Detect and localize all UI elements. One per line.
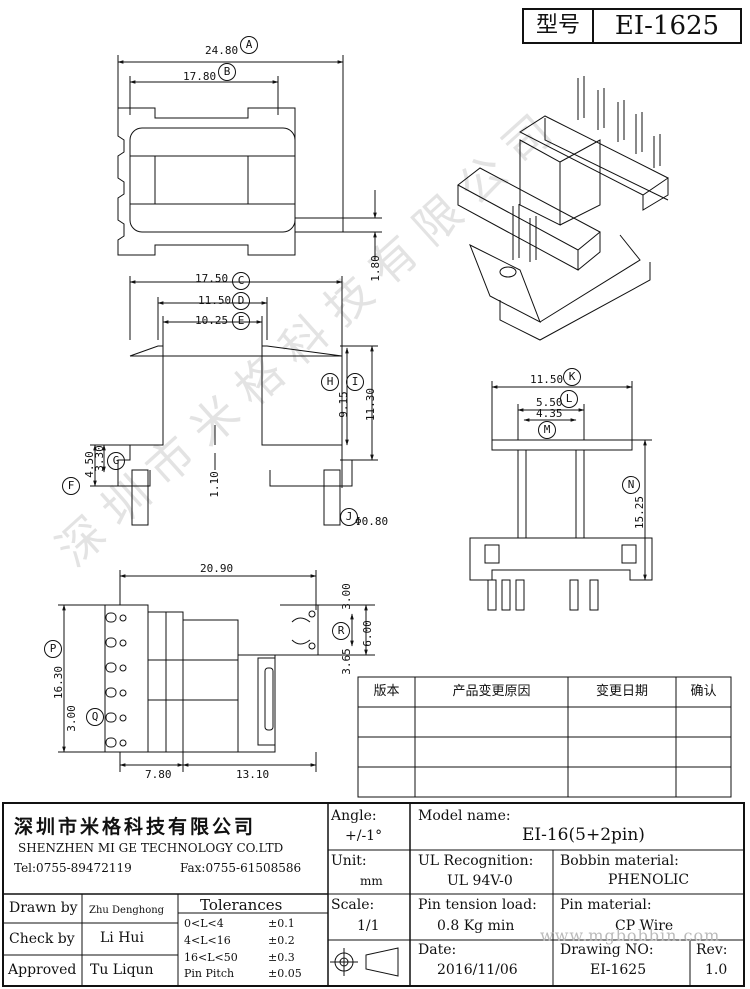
- top-view: [117, 55, 382, 260]
- pin-tension-value: 0.8 Kg min: [437, 918, 515, 934]
- pin-material-label: Pin material:: [560, 897, 652, 913]
- dim-b: 17.80: [183, 70, 217, 83]
- company-fax: Fax:0755-61508586: [180, 861, 302, 875]
- tag-h: H: [321, 373, 339, 391]
- drawing-no-label: Drawing NO:: [560, 942, 654, 958]
- tag-d: D: [232, 292, 250, 310]
- date-label: Date:: [418, 942, 457, 958]
- tag-r: R: [332, 622, 350, 640]
- company-tel: Tel:0755-89472119: [14, 861, 132, 875]
- dim-11-30: 11.30: [364, 387, 378, 422]
- bottom-pins: [105, 610, 316, 748]
- tag-q: Q: [86, 708, 104, 726]
- tag-b: B: [218, 63, 236, 81]
- check-by-value: Li Hui: [100, 930, 144, 946]
- model-header: 型号 EI-1625: [522, 8, 742, 44]
- scale-label: Scale:: [331, 897, 375, 913]
- date-value: 2016/11/06: [437, 962, 518, 978]
- check-by-label: Check by: [9, 931, 75, 947]
- dim-c: 17.50: [195, 272, 229, 285]
- dim-3-30: 3.30: [92, 445, 106, 472]
- revision-table-grid: [357, 676, 732, 798]
- model-name-label: Model name:: [418, 808, 511, 824]
- side-view: [469, 381, 653, 611]
- tag-i: I: [346, 373, 364, 391]
- bobbin-material-label: Bobbin material:: [560, 853, 679, 869]
- tag-k: K: [563, 368, 581, 386]
- pin-material-value: CP Wire: [615, 918, 674, 934]
- tag-a: A: [240, 36, 258, 54]
- angle-label: Angle:: [331, 808, 377, 824]
- bottom-view: [58, 570, 375, 772]
- dim-3-00: 3.00: [339, 583, 353, 610]
- dim-pin-dia: Φ0.80: [355, 515, 389, 528]
- tolerance-range-3: 16<L<50: [184, 951, 238, 964]
- angle-value: +/-1°: [345, 828, 383, 844]
- tag-j: J: [340, 508, 358, 526]
- tag-m: M: [538, 421, 556, 439]
- dim-k: 11.50: [530, 373, 564, 386]
- rev-header-reason: 产品变更原因: [452, 684, 531, 699]
- tolerance-value-2: ±0.2: [268, 934, 295, 947]
- dim-20-90: 20.90: [200, 562, 234, 575]
- tolerance-value-3: ±0.3: [268, 951, 295, 964]
- tag-p: P: [44, 640, 62, 658]
- dim-3-65: 3.65: [339, 648, 353, 675]
- company-name-cn: 深圳市米格科技有限公司: [14, 816, 257, 838]
- dim-m: 4.35: [536, 407, 563, 420]
- tag-l: L: [560, 390, 578, 408]
- dim-a: 24.80: [205, 44, 239, 57]
- dim-7-80: 7.80: [145, 768, 172, 781]
- dim-16-30: 16.30: [52, 665, 66, 700]
- tolerance-range-2: 4<L<16: [184, 934, 231, 947]
- dim-15-25: 15.25: [633, 495, 647, 530]
- unit-label: Unit:: [331, 853, 367, 869]
- tolerance-value-1: ±0.1: [268, 917, 295, 930]
- tag-g: G: [107, 452, 125, 470]
- tag-n: N: [622, 476, 640, 494]
- dim-d: 11.50: [198, 294, 232, 307]
- ul-value: UL 94V-0: [447, 873, 513, 889]
- tag-c: C: [232, 272, 250, 290]
- tolerance-value-4: ±0.05: [268, 967, 302, 980]
- rev-header-version: 版本: [373, 684, 400, 699]
- tolerance-range-4: Pin Pitch: [184, 967, 235, 980]
- front-view: [90, 276, 378, 526]
- type-label: 型号: [524, 10, 594, 42]
- pin-tension-label: Pin tension load:: [418, 897, 537, 913]
- company-name-en: SHENZHEN MI GE TECHNOLOGY CO.LTD: [18, 841, 284, 855]
- dim-9-15: 9.15: [336, 391, 350, 418]
- approved-value: Tu Liqun: [90, 962, 154, 978]
- projection-symbol: [330, 947, 399, 977]
- drawn-by-value: Zhu Denghong: [89, 905, 165, 916]
- tag-f: F: [62, 477, 80, 495]
- dim-1-10: 1.10: [207, 471, 221, 498]
- tag-e: E: [232, 312, 250, 330]
- model-name-value: EI-16(5+2pin): [522, 825, 645, 845]
- tolerances-title: Tolerances: [200, 896, 283, 914]
- dim-l: 5.50: [536, 396, 563, 409]
- title-block-frame: [2, 802, 745, 987]
- dim-13-10: 13.10: [236, 768, 270, 781]
- isometric-view: [457, 76, 669, 341]
- dim-3-00-bottom: 3.00: [64, 705, 78, 732]
- drawing-no-value: EI-1625: [590, 962, 647, 978]
- ul-label: UL Recognition:: [418, 853, 534, 869]
- drawn-by-label: Drawn by: [9, 900, 78, 916]
- unit-value: mm: [360, 874, 383, 888]
- tolerance-range-1: 0<L<4: [184, 917, 224, 930]
- approved-label: Approved: [8, 962, 77, 978]
- dim-e: 10.25: [195, 314, 229, 327]
- watermark-url: www.mgbobbin.com: [540, 926, 721, 945]
- rev-label: Rev:: [696, 942, 728, 958]
- rev-header-confirm: 确认: [690, 684, 717, 699]
- rev-value: 1.0: [705, 962, 728, 978]
- model-code: EI-1625: [614, 11, 720, 41]
- dim-1-80: 1.80: [368, 255, 382, 282]
- dim-6-00: 6.00: [360, 620, 374, 647]
- scale-value: 1/1: [357, 918, 380, 934]
- bobbin-material-value: PHENOLIC: [608, 872, 690, 888]
- rev-header-date: 变更日期: [595, 684, 648, 699]
